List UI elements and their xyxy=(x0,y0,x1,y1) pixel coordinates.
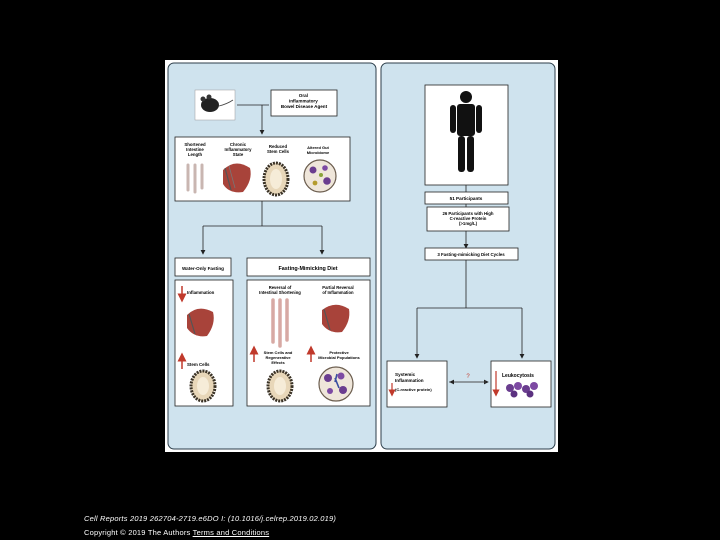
systemic-inflammation-box xyxy=(386,360,448,408)
cycles-label: 3 Fasting-mimicking Diet Cycles xyxy=(437,252,505,257)
fmd-header xyxy=(246,257,371,277)
water-inflammation-label: Inflammation xyxy=(187,290,215,295)
inflamed-tissue-icon xyxy=(322,304,350,333)
participants-box xyxy=(424,191,509,205)
stem-cell-crypt-icon xyxy=(266,369,294,403)
microbiome-icon xyxy=(303,159,337,193)
fmd-title: Fasting-Mimicking Diet xyxy=(278,266,337,272)
stem-cell-crypt-icon xyxy=(189,369,217,403)
intestine-icon xyxy=(271,298,289,348)
human-silhouette-icon xyxy=(450,91,482,172)
intestine-icon xyxy=(186,163,204,194)
participants-label: 51 Participants xyxy=(450,196,483,201)
microbiome-icon xyxy=(318,366,354,402)
mouse-icon xyxy=(194,89,236,121)
citation-text: Cell Reports 2019 262704-2719.e6DO I: (1… xyxy=(84,514,337,523)
systemic-inflammation-sub: (C-reactive protein) xyxy=(395,387,432,392)
agent-box xyxy=(270,89,338,117)
leukocytosis-title: Leukocytosis xyxy=(502,373,534,379)
copyright-line: Copyright © 2019 The Authors Terms and C… xyxy=(84,528,269,537)
water-fasting-title: Water-Only Fasting xyxy=(182,266,224,271)
terms-link[interactable]: Terms and Conditions xyxy=(192,528,270,537)
crp-participants-box xyxy=(426,206,510,232)
cycles-box xyxy=(424,247,519,261)
inflamed-tissue-icon xyxy=(187,308,214,337)
leukocyte-cluster-icon xyxy=(506,382,538,398)
water-stem-cells-label: Stem Cells xyxy=(187,362,210,367)
agent-label: Oral Inflammatory Bowel Disease Agent xyxy=(281,93,328,109)
copyright-text: Copyright © 2019 The Authors xyxy=(84,528,191,537)
water-fasting-header xyxy=(174,257,232,277)
graphical-abstract-svg: Oral Inflammatory Bowel Disease Agent Sh… xyxy=(167,62,556,450)
inflamed-tissue-icon xyxy=(223,163,251,193)
graphical-abstract: Oral Inflammatory Bowel Disease Agent Sh… xyxy=(165,60,558,452)
stem-cell-crypt-icon xyxy=(262,161,290,197)
question-mark: ? xyxy=(466,374,470,380)
